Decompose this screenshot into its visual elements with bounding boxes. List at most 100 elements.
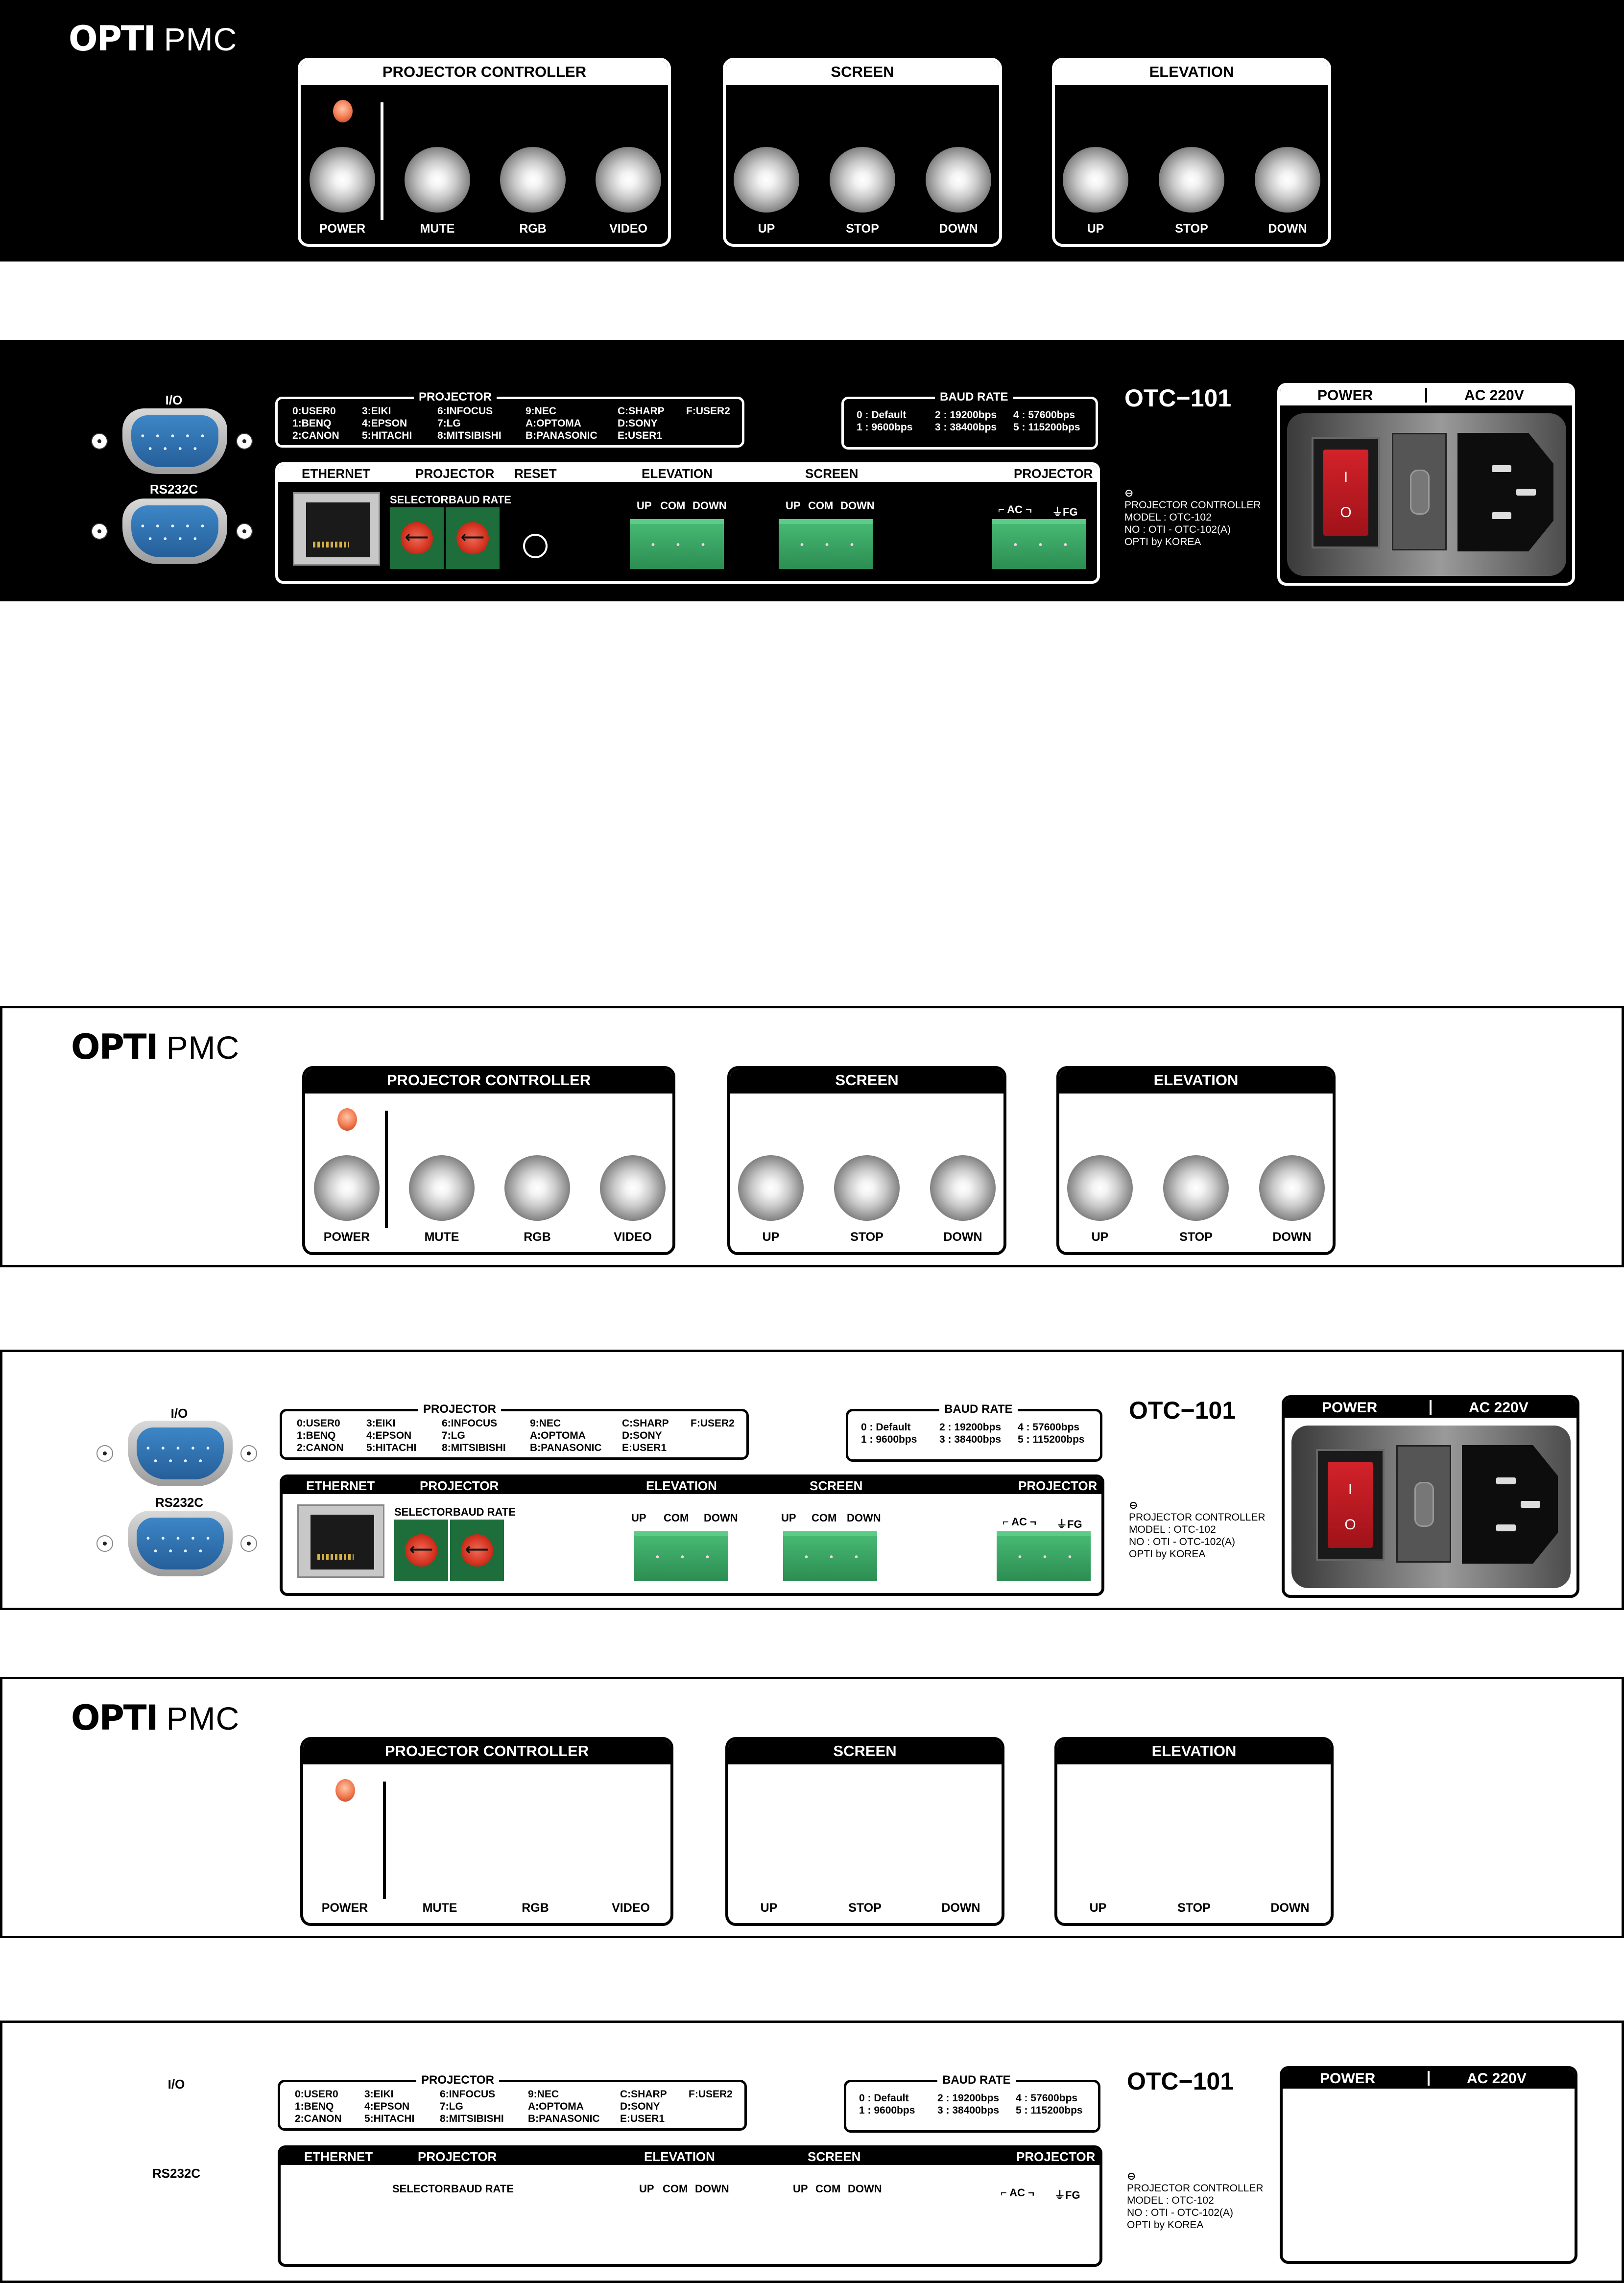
io-db9-port[interactable]: • • • • •• • • •: [122, 408, 227, 474]
iec-power-inlet-icon[interactable]: [1462, 1445, 1558, 1564]
ac-title: AC 220V: [1469, 1400, 1528, 1416]
elevation-terminal-block[interactable]: •••: [630, 519, 724, 569]
io-db9-port[interactable]: • • • • •• • • •: [128, 1421, 233, 1486]
screen-down-button[interactable]: [930, 1155, 996, 1221]
projector-right-title: PROJECTOR: [1018, 1478, 1098, 1493]
elevation-up: UP: [639, 2183, 654, 2195]
baud-rate-rotary-switch[interactable]: ⟵: [446, 507, 500, 569]
projector-title: PROJECTOR: [420, 1478, 499, 1493]
power-box: POWER AC 220V: [1280, 2066, 1577, 2264]
elevation-down-button[interactable]: [1255, 147, 1320, 213]
connector-header: ETHERNET PROJECTOR ELEVATION SCREEN PROJ…: [283, 1477, 1101, 1494]
iec-power-inlet-icon[interactable]: [1457, 433, 1553, 551]
projector-code-title: PROJECTOR: [416, 2073, 499, 2087]
power-title: POWER: [1317, 387, 1373, 404]
ethernet-port[interactable]: [293, 492, 380, 566]
screen-up-button[interactable]: [738, 1155, 804, 1221]
ac-title: AC 220V: [1467, 2070, 1527, 2087]
elevation-box: ELEVATION UP STOP DOWN: [1052, 58, 1331, 247]
elevation-stop-button[interactable]: [1163, 1155, 1229, 1221]
screen-title: SCREEN: [808, 2149, 861, 2164]
elevation-stop-label: STOP: [1179, 1230, 1213, 1244]
mute-button[interactable]: [409, 1155, 475, 1221]
projector-fg: ⏚FG: [1052, 506, 1078, 518]
projector-title: PROJECTOR: [415, 466, 495, 481]
power-label: POWER: [319, 222, 366, 236]
elevation-terminal-block[interactable]: •••: [634, 1531, 728, 1581]
power-button[interactable]: [310, 147, 375, 213]
rgb-label: RGB: [522, 1901, 549, 1915]
screen-up-label: UP: [758, 222, 775, 236]
screen-down-button[interactable]: [926, 147, 991, 213]
screen-down-label: DOWN: [943, 1230, 982, 1244]
io-label: I/O: [170, 1406, 188, 1421]
selector-rotary-switch[interactable]: ⟵: [394, 1520, 448, 1581]
elevation-up-button[interactable]: [1063, 147, 1128, 213]
screen-stop-button[interactable]: [830, 147, 895, 213]
elevation-up-button[interactable]: [1067, 1155, 1133, 1221]
fuse-icon[interactable]: [1392, 433, 1447, 550]
baud-rate-title: BAUD RATE: [935, 390, 1013, 404]
selector-rotary-switch[interactable]: ⟵: [390, 507, 444, 569]
elevation-stop-button[interactable]: [1159, 147, 1224, 213]
video-button[interactable]: [600, 1155, 666, 1221]
ethernet-title: ETHERNET: [302, 466, 371, 481]
elevation-title: ELEVATION: [1057, 1740, 1331, 1764]
led-indicator-icon: [333, 100, 353, 122]
rs232c-label: RS232C: [155, 1495, 204, 1510]
elevation-title: ELEVATION: [1059, 1069, 1333, 1094]
rs232c-db9-port[interactable]: • • • • •• • • •: [128, 1511, 233, 1576]
baud-rate-rotary-switch[interactable]: ⟵: [450, 1520, 504, 1581]
screen-terminal-block[interactable]: •••: [779, 519, 873, 569]
logo-model: PMC: [166, 1700, 240, 1736]
elevation-down-label: DOWN: [1270, 1901, 1310, 1915]
power-button[interactable]: [314, 1155, 380, 1221]
projector-title: PROJECTOR: [418, 2149, 497, 2164]
screen-stop-button[interactable]: [834, 1155, 900, 1221]
projector-right-title: PROJECTOR: [1016, 2149, 1096, 2164]
baud-rate-label: BAUD RATE: [449, 494, 511, 506]
power-divider: [1425, 388, 1427, 403]
reset-button[interactable]: [523, 534, 548, 558]
fuse-icon[interactable]: [1396, 1445, 1451, 1563]
video-button[interactable]: [596, 147, 661, 213]
video-label: VIDEO: [612, 1901, 650, 1915]
elevation-title: ELEVATION: [644, 2149, 715, 2164]
selector-label: SELECTOR: [394, 1506, 453, 1518]
logo-brand: OPTI: [71, 1698, 159, 1738]
screw-icon: [91, 523, 108, 540]
elevation-down-button[interactable]: [1259, 1155, 1325, 1221]
projector-terminal-block[interactable]: •••: [992, 519, 1086, 569]
screen-terminal-block[interactable]: •••: [783, 1531, 877, 1581]
projector-terminal-block[interactable]: •••: [997, 1531, 1091, 1581]
ethernet-port[interactable]: [297, 1504, 384, 1578]
rgb-button[interactable]: [500, 147, 566, 213]
ethernet-title: ETHERNET: [304, 2149, 373, 2164]
rs232c-db9-port[interactable]: • • • • •• • • •: [122, 499, 227, 564]
connector-header: ETHERNET PROJECTOR RESET ELEVATION SCREE…: [278, 465, 1097, 482]
projector-controller-title: PROJECTOR CONTROLLER: [303, 1740, 670, 1764]
mute-button[interactable]: [405, 147, 470, 213]
elevation-down: DOWN: [695, 2183, 729, 2195]
rgb-button[interactable]: [504, 1155, 570, 1221]
rgb-label: RGB: [519, 222, 547, 236]
screen-up-button[interactable]: [734, 147, 799, 213]
rs232c-label: RS232C: [149, 482, 198, 497]
projector-controller-title: PROJECTOR CONTROLLER: [305, 1069, 672, 1094]
rear-panel-dark: I/O • • • • •• • • • RS232C • • • • •• •…: [0, 340, 1624, 601]
led-indicator-icon: [337, 1108, 357, 1131]
ce-mark-icon: ⊖: [1127, 2170, 1136, 2182]
